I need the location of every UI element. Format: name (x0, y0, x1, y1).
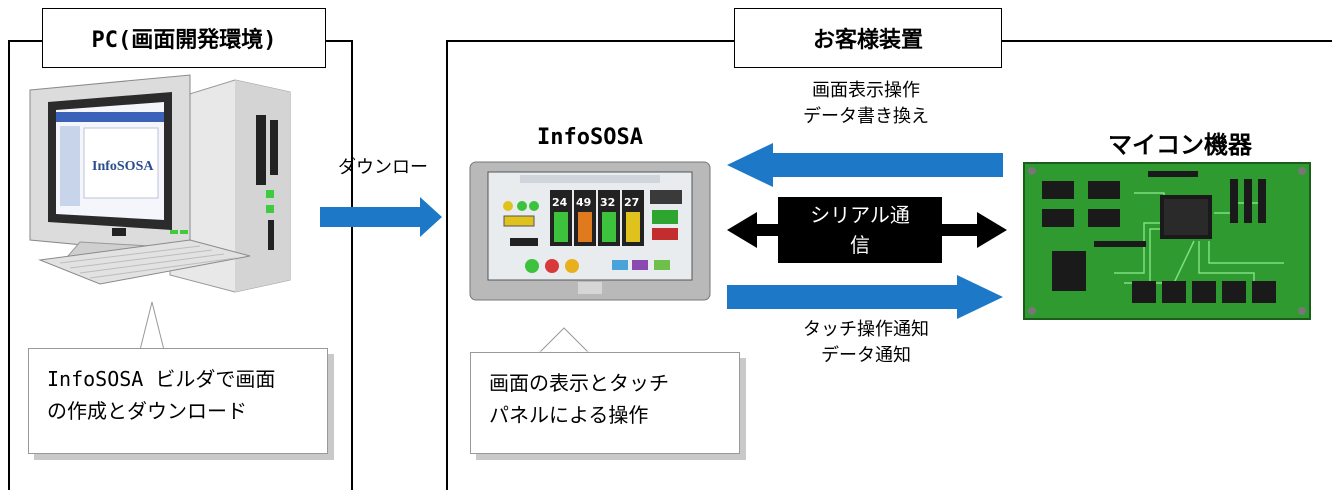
top-arrow-label-line-2: データ書き換え (803, 106, 929, 127)
pc-frame-top-right (326, 40, 352, 42)
serial-label-line-1: シリアル通 (810, 203, 910, 227)
svg-text:27: 27 (624, 196, 639, 209)
top-arrow-label: 画面表示操作 データ書き換え (766, 78, 966, 130)
callout-panel-line-1: 画面の表示とタッチ (489, 371, 669, 395)
screen-logo: InfoSOSA (92, 159, 154, 174)
bottom-arrow-label-line-1: タッチ操作通知 (803, 319, 929, 340)
callout-panel-line-2: パネルによる操作 (489, 403, 649, 427)
pc-frame-right (351, 40, 353, 490)
callout-panel: 画面の表示とタッチ パネルによる操作 (470, 352, 740, 454)
pc-illustration: InfoSOSA (29, 74, 291, 293)
download-arrow (320, 197, 442, 237)
serial-label-line-2: 信 (850, 233, 870, 257)
bottom-arrow-label-line-2: データ通知 (821, 345, 911, 366)
customer-frame-top-left (446, 40, 734, 42)
customer-frame-top-right (1002, 40, 1332, 42)
infososa-title: InfoSOSA (537, 125, 643, 150)
serial-label-box: シリアル通 信 (778, 197, 942, 263)
download-label: ダウンロー (338, 157, 428, 178)
micon-title: マイコン機器 (1108, 131, 1252, 159)
top-arrow (727, 143, 1003, 187)
customer-section-title: お客様装置 (734, 8, 1002, 68)
infososa-panel: 24 49 32 27 (469, 161, 711, 301)
svg-text:49: 49 (576, 196, 591, 209)
top-arrow-label-line-1: 画面表示操作 (812, 80, 920, 101)
micon-board (1023, 162, 1311, 320)
callout-pc-line-1: InfoSOSA ビルダで画面 (47, 367, 276, 391)
svg-text:32: 32 (600, 196, 615, 209)
callout-pc-pointer (139, 301, 165, 351)
callout-pc-line-2: の作成とダウンロード (47, 399, 247, 423)
customer-frame-left (446, 40, 448, 490)
svg-text:24: 24 (552, 196, 568, 209)
pc-section-title: PC(画面開発環境) (42, 8, 326, 68)
bottom-arrow-label: タッチ操作通知 データ通知 (756, 317, 976, 369)
pc-frame-top-left (8, 40, 42, 42)
bottom-arrow (727, 275, 1003, 319)
panel-number-tiles: 24 49 32 27 (550, 190, 644, 246)
callout-pc: InfoSOSA ビルダで画面 の作成とダウンロード (28, 348, 328, 454)
pc-frame-left (8, 40, 10, 490)
